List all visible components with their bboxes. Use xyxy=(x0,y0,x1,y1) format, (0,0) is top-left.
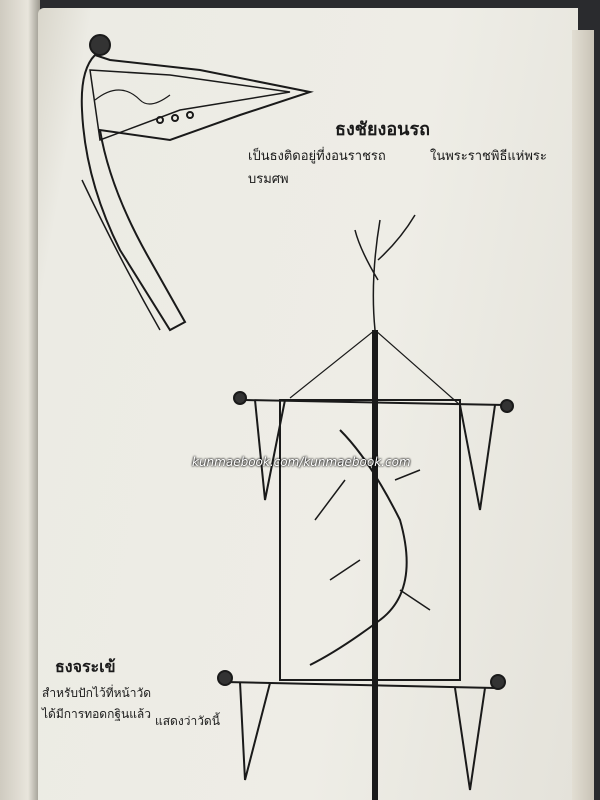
pennant-flag-illustration xyxy=(80,34,314,332)
adjacent-page-edge xyxy=(0,0,40,800)
watermark: kunmaebook.com/kunmaebook.com xyxy=(192,455,411,469)
book-cover-edge xyxy=(572,30,594,800)
bamboo-top xyxy=(354,214,416,331)
flag-finial-icon xyxy=(89,34,111,56)
flag2-description-line1: สำหรับปักไว้ที่หน้าวัด xyxy=(42,686,151,700)
flag1-title: ธงชัยงอนรถ xyxy=(335,119,431,140)
flag2-description-line2: ได้มีการทอดกฐินแล้ว xyxy=(42,707,152,721)
flag1-description-line1b: ในพระราชพิธีแห่พระ xyxy=(430,149,547,164)
flag1-description-line2: บรมศพ xyxy=(248,172,289,187)
flag1-description-line1: เป็นธงติดอยู่ที่งอนราชรถ xyxy=(248,149,386,164)
flag2-title: ธงจระเข้ xyxy=(55,657,116,676)
crocodile-flag-illustration xyxy=(217,214,514,800)
flag2-description-line1b: แสดงว่าวัดนี้ xyxy=(155,714,220,728)
